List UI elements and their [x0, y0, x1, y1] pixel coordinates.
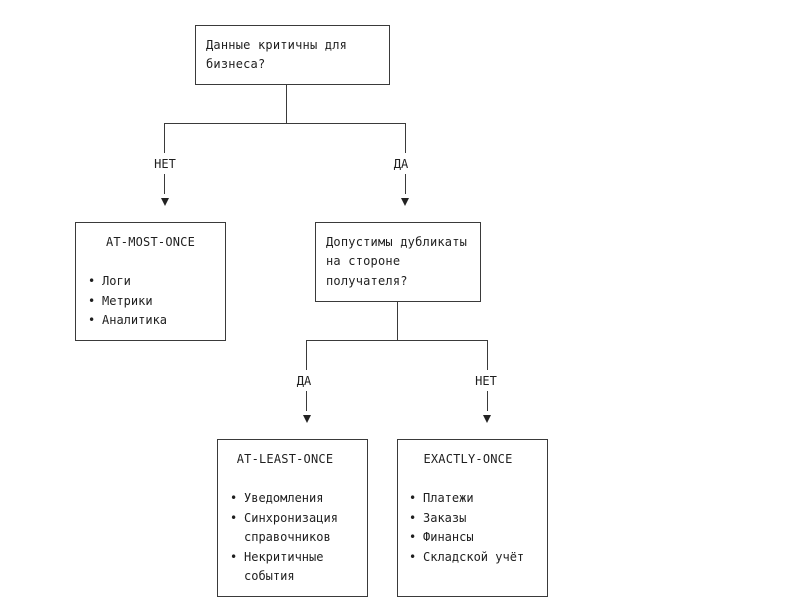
yes-branch-line-bottom: [405, 174, 406, 194]
at-least-once-title: AT-LEAST-ONCE: [236, 452, 334, 466]
no-branch-line-bottom: [164, 174, 165, 194]
root-stem-line: [286, 85, 287, 123]
bullet-icon: •: [88, 293, 96, 308]
root-question-line-1: Данные критичны для: [206, 38, 348, 52]
root-split-line: [164, 123, 406, 124]
yes-branch-2-line-bottom: [306, 391, 307, 411]
no-branch-line-top: [164, 123, 165, 153]
list-item: •Логи: [88, 272, 167, 292]
bullet-icon: •: [230, 491, 238, 505]
question-2-split-line: [306, 340, 488, 341]
no-branch-2-line-bottom: [487, 391, 488, 411]
question-2-stem-line: [397, 302, 398, 340]
bullet-icon: •: [409, 549, 417, 564]
list-item: •Аналитика: [88, 311, 167, 331]
list-item: •Складской учёт: [409, 548, 524, 568]
at-most-once-title: AT-MOST-ONCE: [105, 235, 196, 249]
list-item: •Некритичные: [230, 548, 338, 568]
root-question-box: [195, 25, 390, 85]
yes-branch-2-line-top: [306, 340, 307, 370]
edge-label-no-2: НЕТ: [456, 374, 516, 388]
arrow-down-icon: [161, 198, 169, 206]
list-item: •Заказы: [409, 509, 524, 529]
at-most-once-box: [75, 222, 226, 341]
list-item: •Уведомления: [230, 489, 338, 509]
at-most-once-list: •Логи •Метрики •Аналитика: [88, 272, 167, 331]
bullet-icon: •: [88, 313, 96, 328]
question-2-line-3: получателя?: [326, 274, 408, 288]
list-item: •Платежи: [409, 489, 524, 509]
exactly-once-box: [397, 439, 548, 597]
exactly-once-title: EXACTLY-ONCE: [423, 452, 513, 466]
edge-label-yes-2: ДА: [274, 374, 334, 388]
arrow-down-icon: [401, 198, 409, 206]
exactly-once-list: •Платежи •Заказы •Финансы •Складской учё…: [409, 489, 524, 567]
arrow-down-icon: [303, 415, 311, 423]
bullet-icon: •: [409, 510, 417, 525]
question-2-line-2: на стороне: [326, 254, 401, 268]
question-2-box: [315, 222, 481, 302]
edge-label-no-1: НЕТ: [135, 157, 195, 171]
no-branch-2-line-top: [487, 340, 488, 370]
bullet-icon: •: [230, 510, 238, 525]
at-least-once-list: •Уведомления •Синхронизация справочников…: [230, 489, 338, 587]
list-item-continuation: события: [244, 569, 295, 584]
bullet-icon: •: [409, 491, 417, 505]
arrow-down-icon: [483, 415, 491, 423]
root-question-line-2: бизнеса?: [206, 57, 266, 71]
bullet-icon: •: [409, 530, 417, 545]
list-item: •Финансы: [409, 528, 524, 548]
edge-label-yes-1: ДА: [371, 157, 431, 171]
bullet-icon: •: [88, 274, 96, 288]
list-item: •Синхронизация: [230, 509, 338, 529]
at-least-once-box: [217, 439, 368, 597]
bullet-icon: •: [230, 549, 238, 564]
yes-branch-line-top: [405, 123, 406, 153]
question-2-line-1: Допустимы дубликаты: [326, 235, 468, 249]
list-item: •Метрики: [88, 292, 167, 312]
list-item-continuation: справочников: [244, 530, 331, 545]
